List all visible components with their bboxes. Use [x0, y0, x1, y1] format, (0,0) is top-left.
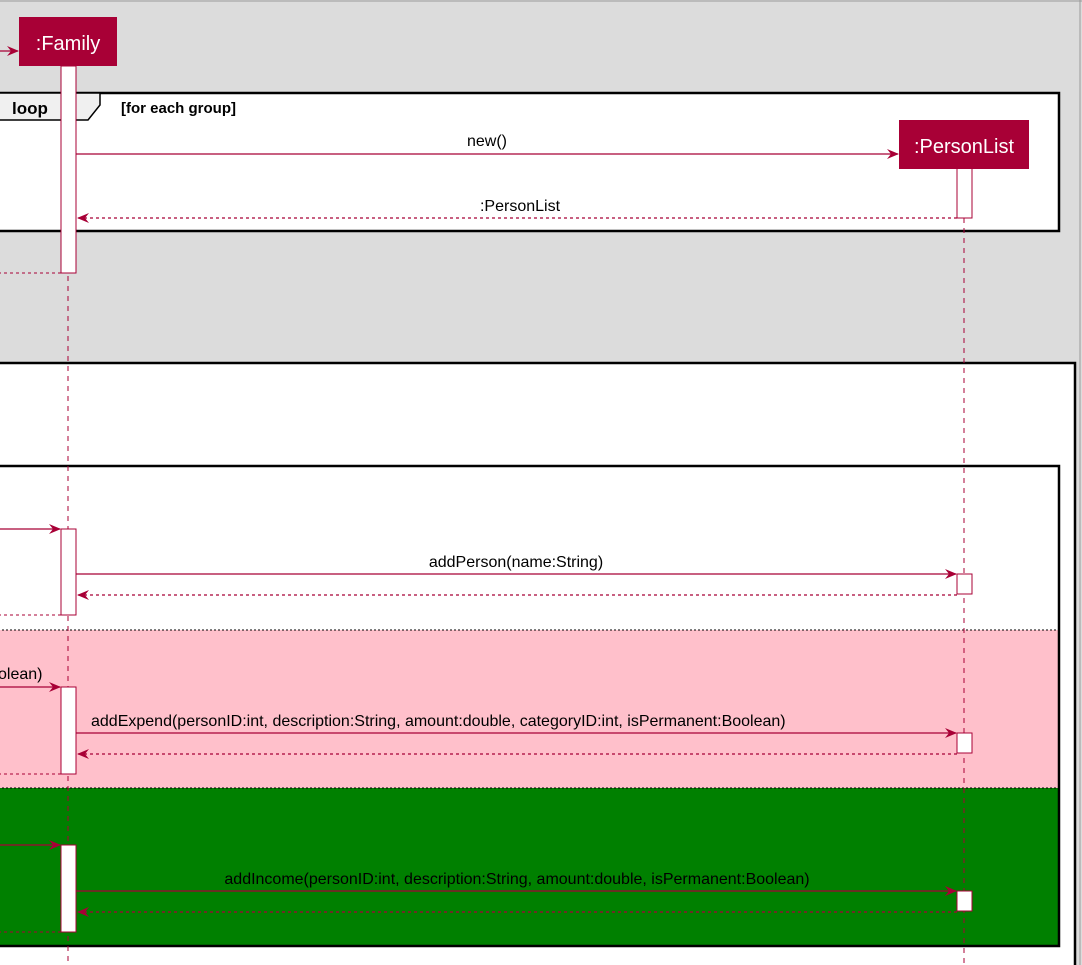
loop-frame: loop [for each group] [0, 91, 1061, 233]
add-income-label: addIncome(personID:int, description:Stri… [224, 871, 809, 888]
alt-frame-border [0, 464, 1061, 948]
loop-guard: [for each group] [121, 100, 236, 117]
personlist-participant: :PersonList [899, 120, 1029, 169]
loop-keyword: loop [12, 99, 48, 118]
personlist-participant-label: :PersonList [914, 136, 1014, 158]
alt-frame [0, 464, 1061, 948]
personlist-activation-bar [956, 732, 973, 754]
alt-region-add-person [0, 466, 1059, 630]
family-activation-bar [60, 528, 77, 616]
add-expend-left-fragment: olean) [0, 666, 42, 683]
new-return-label: :PersonList [480, 198, 561, 215]
alt-region-add-income [0, 788, 1059, 946]
family-activation-bar [60, 686, 77, 775]
family-activation-bar [60, 844, 77, 933]
add-person-label: addPerson(name:String) [429, 554, 603, 571]
personlist-activation-bar [956, 167, 973, 219]
loop-frame-box [0, 91, 1061, 233]
add-expend-label: addExpend(personID:int, description:Stri… [91, 713, 786, 730]
personlist-activation-bar [956, 573, 973, 595]
family-participant-label: :Family [36, 33, 100, 55]
new-call-label: new() [467, 133, 507, 150]
alt-region-add-expend [0, 630, 1059, 788]
personlist-activation-bar [956, 890, 973, 912]
family-participant: :Family [19, 17, 117, 66]
family-participant-box [19, 17, 117, 66]
family-activation-bar [60, 65, 77, 274]
personlist-participant-box [899, 120, 1029, 169]
